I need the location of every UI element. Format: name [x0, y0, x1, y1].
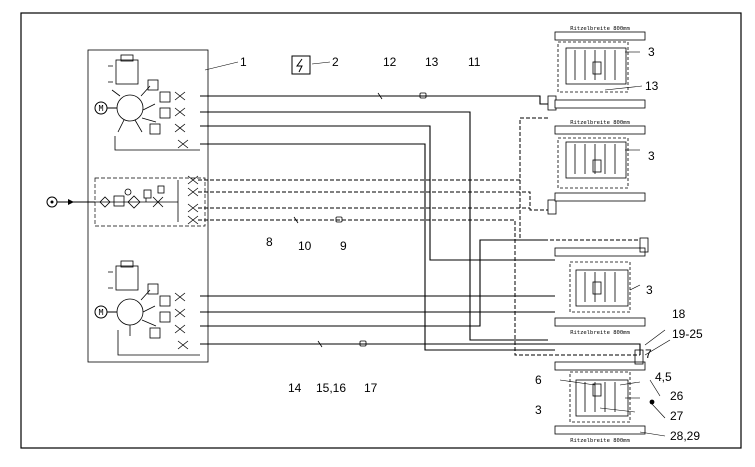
air-inlet-icon	[46, 196, 95, 208]
callout-27: 27	[670, 409, 684, 423]
module-bottom-2: Ritzelbreite 800mm	[554, 349, 655, 444]
callout-18: 18	[672, 307, 686, 321]
callout-8: 8	[266, 235, 273, 249]
callout-3b: 3	[648, 149, 655, 163]
supply-lines-top	[200, 95, 555, 351]
callout-12: 12	[383, 55, 397, 69]
valve-cluster-top	[108, 54, 200, 151]
callout-leaders	[204, 51, 671, 437]
svg-text:Ritzelbreite 800mm: Ritzelbreite 800mm	[570, 120, 630, 126]
svg-text:M: M	[99, 104, 104, 113]
module-top-1: Ritzelbreite 800mm	[547, 26, 646, 111]
lightning-bolt-icon	[291, 55, 311, 75]
callout-3c: 3	[646, 283, 653, 297]
callout-28-29: 28,29	[670, 429, 700, 443]
module-bottom-1: Ritzelbreite 800mm	[554, 237, 649, 336]
line-markers	[293, 92, 427, 348]
supply-unit-frame	[87, 49, 209, 363]
callout-3a: 3	[648, 45, 655, 59]
callout-9: 9	[340, 239, 347, 253]
callout-3d: 3	[535, 403, 542, 417]
callout-2: 2	[332, 55, 339, 69]
callout-7: 7	[645, 347, 652, 361]
valve-cluster-bottom	[108, 260, 200, 356]
callout-13a: 13	[425, 55, 439, 69]
callout-15-16: 15,16	[316, 381, 346, 395]
output-valves-dashed	[177, 175, 199, 225]
callout-14: 14	[288, 381, 302, 395]
drawing-frame	[20, 12, 742, 449]
motor-bottom-icon: M	[94, 305, 117, 319]
svg-text:Ritzelbreite 800mm: Ritzelbreite 800mm	[570, 330, 630, 336]
callout-19-25: 19-25	[672, 327, 703, 341]
callout-17: 17	[364, 381, 378, 395]
callout-11: 11	[468, 55, 481, 69]
filter-regulator-components	[95, 185, 178, 209]
callout-4-5: 4,5	[655, 370, 672, 384]
callout-1: 1	[240, 55, 247, 69]
callout-10: 10	[298, 239, 312, 253]
svg-text:M: M	[99, 308, 104, 317]
callout-13b: 13	[645, 79, 659, 93]
callout-26: 26	[670, 389, 684, 403]
svg-text:Ritzelbreite 800mm: Ritzelbreite 800mm	[570, 26, 630, 32]
supply-lines-bottom	[200, 239, 641, 355]
module-top-2: Ritzelbreite 800mm	[547, 120, 646, 215]
motor-top-icon: M	[94, 101, 117, 115]
svg-text:Ritzelbreite 800mm: Ritzelbreite 800mm	[570, 438, 630, 444]
callout-6: 6	[535, 373, 542, 387]
